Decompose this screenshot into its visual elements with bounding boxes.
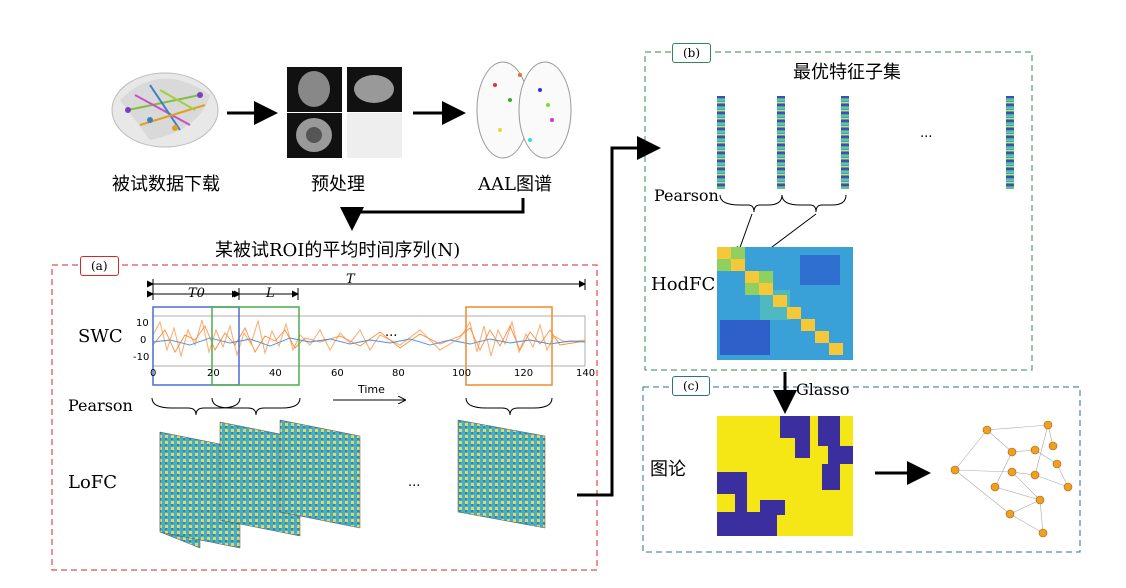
step1-label: 被试数据下载 [112,174,220,195]
x-tick-100: 100 [452,368,472,379]
label-t0: T0 [188,286,205,301]
x-tick-120: 120 [514,368,534,379]
arrow-atlas-to-panel-a [340,198,525,231]
label-t: T [346,272,355,287]
x-tick-0: 0 [150,368,157,379]
brace-window1 [151,397,241,416]
lofc-ellipsis: ... [408,475,421,490]
brain-network-image [111,72,219,148]
x-tick-60: 60 [331,368,344,379]
x-tick-20: 20 [207,368,220,379]
brace-window-last [465,397,553,416]
panel-b-border [644,51,1033,371]
brace-window2 [211,397,301,416]
aal-atlas-image [476,61,572,159]
panel-b-hodfc-label: HodFC [651,274,716,295]
panel-a-border [51,264,598,571]
panel-a-title: 某被试ROI的平均时间序列(N) [215,240,461,261]
glasso-label: Glasso [796,380,850,399]
window-last-box [465,306,553,386]
step3-label: AAL图谱 [478,174,552,195]
feature-vector-stripes [717,96,1014,189]
panel-b-tag: (b) [672,43,712,63]
x-tick-40: 40 [269,368,282,379]
brain-network-graph [950,420,1073,538]
panel-c-border [642,386,1081,553]
panel-c-tag: (c) [672,376,711,396]
row-label-swc: SWC [78,326,123,347]
label-l: L [266,286,275,301]
row-label-lofc: LoFC [68,472,118,493]
mri-slices-image [287,67,402,158]
panel-b-pearson-label: Pearson [654,186,719,205]
step2-label: 预处理 [311,174,365,195]
brace-pearson-1 [719,194,783,213]
brace-pearson-2 [781,194,847,213]
graph-theory-label: 图论 [650,459,686,480]
panel-a-tag: (a) [80,256,119,276]
panel-b-title: 最优特征子集 [793,62,901,83]
swc-timeseries-plot [152,306,586,386]
x-axis-label: Time [358,383,385,396]
y-tick-0: 0 [140,335,147,346]
x-tick-80: 80 [392,368,405,379]
window-l-box [211,306,300,386]
y-tick-10: 10 [136,318,149,329]
hodfc-matrix [717,247,853,360]
glasso-binary-matrix [717,416,853,536]
y-tick-neg10: -10 [133,352,150,363]
arrow-panel-a-to-panel-b [577,136,661,497]
x-tick-140: 140 [576,368,596,379]
row-label-pearson-a: Pearson [68,396,133,415]
window-t0-box [152,306,240,386]
swc-ellipsis: ... [385,325,398,340]
stripes-ellipsis: ... [920,126,933,141]
lofc-matrix-stack [159,419,546,549]
